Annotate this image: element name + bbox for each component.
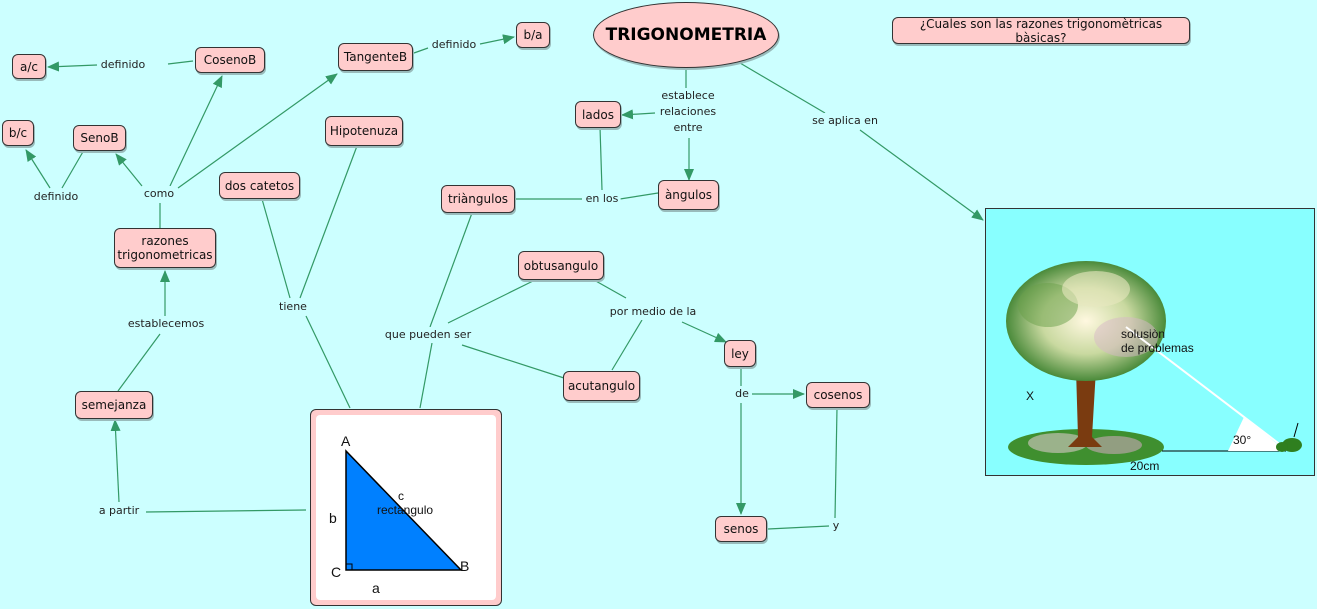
question-box[interactable]: ¿Cuales son las razones trigonomètricas … [892,16,1190,45]
node-cosenos[interactable]: cosenos [806,382,870,408]
node-obtusangulo[interactable]: obtusangulo [518,251,604,280]
link-label-que-pueden-ser: que pueden ser [382,327,474,343]
root-title: TRIGONOMETRIA [605,25,767,45]
node-label: b/a [523,28,543,42]
link-label-definido: definido [429,37,479,53]
node-b-a[interactable]: b/a [516,22,550,48]
node-label: TangenteB [343,50,408,64]
tree-problem-image[interactable]: solusiòn de problemas X 30° 20cm [985,208,1315,476]
vertex-c-label: C [331,564,342,580]
link-label-definido: definido [31,189,81,205]
link-label-definido: definido [98,57,148,73]
link-label-se-aplica: se aplica en [810,113,880,129]
side-c-label: c [398,489,404,503]
node-label: ley [731,346,749,361]
node-label: semejanza [81,398,147,412]
node-label: àngulos [664,188,713,202]
node-label: SenoB [80,131,119,145]
node-b-c[interactable]: b/c [2,120,34,146]
distance-label: 20cm [1130,459,1160,473]
right-triangle-shape [345,449,463,571]
node-lados[interactable]: lados [575,101,621,128]
node-label: acutangulo [567,379,636,393]
link-label-establecemos: establecemos [125,316,207,332]
sight-line [1125,326,1287,450]
node-semejanza[interactable]: semejanza [75,391,153,419]
node-angulos[interactable]: àngulos [658,180,719,210]
link-label-y: y [830,518,842,534]
right-triangle-drawing [345,449,463,571]
tree-crown [1006,261,1166,381]
right-angle-marker [345,563,353,571]
vertex-b-label: B [460,558,470,574]
node-a-c[interactable]: a/c [12,54,46,79]
node-label: razones trigonometricas [117,234,213,262]
height-label: X [1026,389,1035,403]
link-label-como: como [141,186,177,202]
link-label-por-medio: por medio de la [607,304,699,320]
node-label: b/c [8,126,28,140]
node-label: triàngulos [447,192,509,206]
node-label: cosenos [813,388,863,402]
link-label-a-partir: a partir [96,503,142,519]
right-triangle-node[interactable]: A B C a b c rectangulo [310,409,502,606]
observer-bush [1276,422,1302,452]
vertex-a-label: A [341,433,351,449]
link-label-establece-relaciones: establece relaciones entre [657,88,719,136]
node-razones-trigonometricas[interactable]: razones trigonometricas [114,228,216,268]
node-label: Hipotenuza [329,124,399,138]
node-ley[interactable]: ley [724,340,756,367]
tree-scene-drawing [1006,261,1302,465]
angle-label: 30° [1233,433,1252,447]
triangle-caption: rectangulo [377,503,434,517]
node-label: obtusangulo [523,258,599,273]
root-node-trigonometria[interactable]: TRIGONOMETRIA [593,2,779,68]
side-b-label: b [329,510,337,526]
node-senos[interactable]: senos [715,516,767,542]
node-coseno-b[interactable]: CosenoB [195,47,265,73]
side-a-label: a [372,580,380,596]
node-acutangulo[interactable]: acutangulo [563,371,640,401]
right-triangle-panel: A B C a b c rectangulo [316,415,496,600]
link-label-de: de [733,386,751,402]
link-label-tiene: tiene [277,299,309,315]
tree-trunk [1068,369,1102,447]
angle-marker [1228,417,1286,451]
node-hipotenuza[interactable]: Hipotenuza [325,116,403,146]
node-label: CosenoB [203,53,257,67]
node-label: a/c [20,59,38,74]
node-label: lados [582,107,614,122]
node-tangente-b[interactable]: TangenteB [338,43,413,71]
link-label-en-los: en los [583,191,621,207]
node-triangulos[interactable]: triàngulos [441,185,515,213]
question-text: ¿Cuales son las razones trigonomètricas … [919,16,1163,45]
node-label: senos [723,522,759,536]
scene-caption: solusiòn de problemas [1121,327,1194,355]
node-label: dos catetos [224,178,295,193]
node-seno-b[interactable]: SenoB [73,125,126,151]
node-dos-catetos[interactable]: dos catetos [219,172,300,199]
